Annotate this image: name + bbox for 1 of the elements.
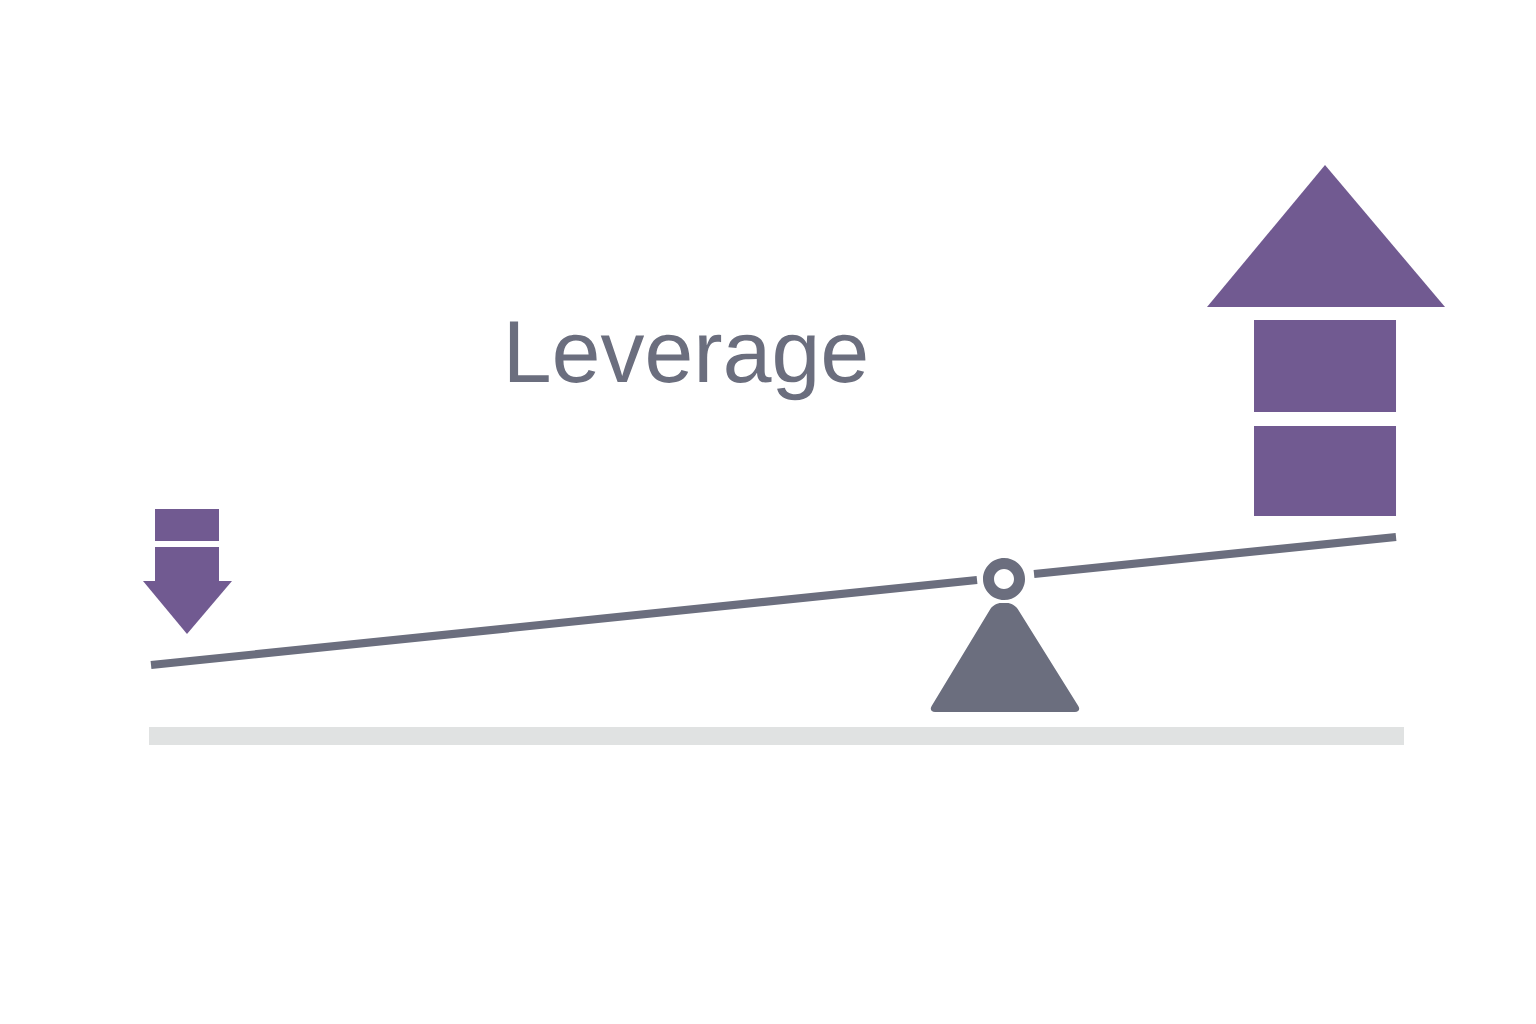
title: Leverage	[509, 321, 866, 401]
